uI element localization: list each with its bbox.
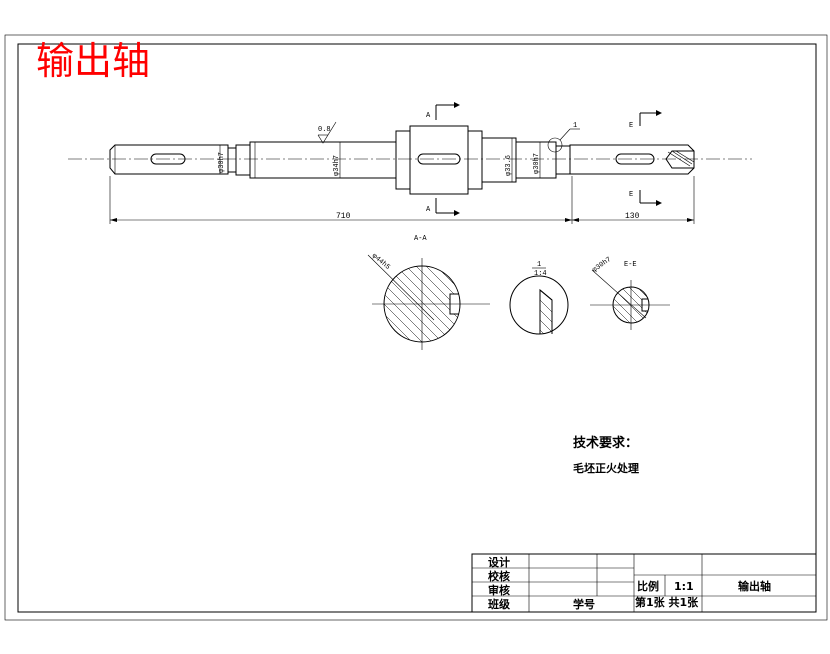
svg-text:E: E: [629, 122, 633, 130]
dim-section-a: φ44h5: [370, 252, 391, 272]
inner-border: [17, 43, 817, 613]
detail-circle: [547, 137, 563, 153]
tb-sheet-info: 第1张 共1张: [635, 595, 699, 609]
roughness-symbol: 0.8: [317, 121, 337, 144]
section-marker-e: E E: [629, 110, 662, 206]
drawing-title: 输出轴: [36, 39, 150, 83]
dim-length-end: 130: [625, 212, 640, 221]
svg-text:E-E: E-E: [624, 261, 637, 269]
detail-view-1: 1 1:4: [509, 261, 569, 335]
tb-design: 设计: [488, 555, 510, 569]
dim-dia-right: φ30h7: [533, 153, 541, 174]
svg-text:E: E: [629, 191, 633, 199]
dim-dia-mid: φ34h7: [333, 155, 341, 176]
left-journal: [109, 144, 229, 175]
section-e-e: E-E φ30h7: [590, 256, 670, 330]
notes-text: 毛坯正火处理: [573, 461, 639, 475]
left-keyway: [150, 153, 186, 165]
dim-length-main: 710: [336, 212, 351, 221]
svg-text:A-A: A-A: [414, 235, 427, 243]
detail-ref: 1: [573, 122, 577, 130]
tb-part-name: 输出轴: [738, 579, 771, 593]
gear-keyway: [417, 153, 461, 165]
svg-text:1: 1: [537, 261, 541, 269]
tb-scale-label: 比例: [637, 579, 659, 593]
svg-text:1:4: 1:4: [534, 270, 547, 278]
gear-body: [409, 125, 469, 195]
outer-border: [4, 34, 828, 621]
middle-section: [249, 141, 397, 179]
tb-scale-value: 1:1: [674, 580, 694, 593]
right-journal: [569, 144, 695, 175]
tb-check: 校核: [488, 569, 510, 583]
gear-hub: [395, 130, 411, 190]
section-marker-a: A A: [426, 102, 460, 216]
dim-section-e: φ30h7: [591, 256, 613, 275]
shaft-view: φ30h7 φ34h7 φ33.6 φ30h7 0.8 1 A A: [68, 102, 752, 224]
svg-text:A: A: [426, 112, 431, 120]
title-block: 设计 校核 审核 班级 学号 比例 1:1 输出轴 第1张 共1张: [471, 553, 817, 613]
svg-text:0.8: 0.8: [318, 126, 331, 134]
svg-text:A: A: [426, 206, 431, 214]
tb-class: 班级: [488, 597, 511, 611]
left-shoulder: [227, 147, 237, 173]
section-a-a: A-A φ44h5: [367, 235, 490, 350]
notes-heading: 技术要求：: [573, 435, 638, 451]
right-keyway: [615, 153, 655, 165]
dim-dia-gear: φ33.6: [505, 155, 513, 176]
dim-dia-left: φ30h7: [218, 152, 226, 173]
tb-review: 审核: [488, 583, 510, 597]
tb-student-no: 学号: [573, 597, 595, 611]
